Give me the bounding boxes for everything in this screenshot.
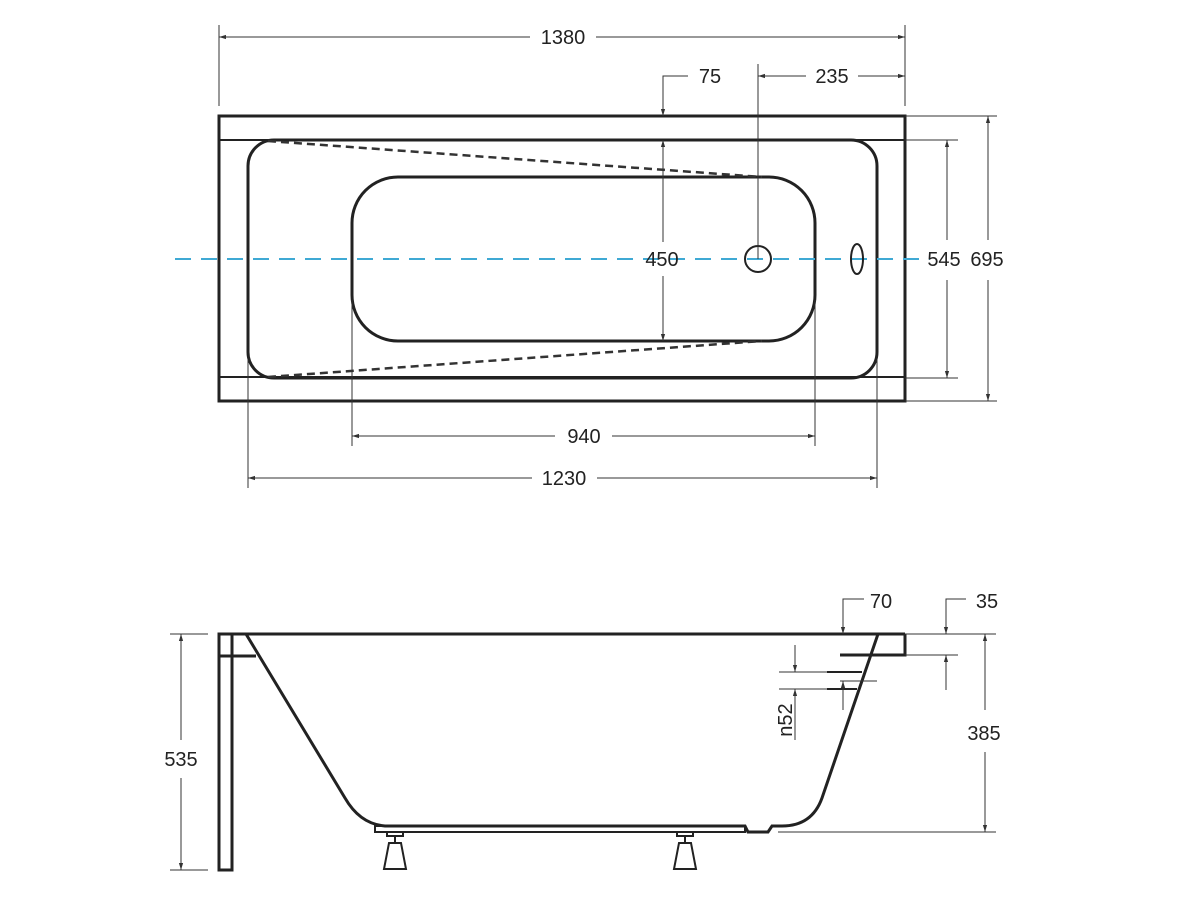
- dim-rim-inner-length: 1230: [542, 468, 587, 490]
- dim-overflow-height: n52: [775, 703, 797, 736]
- dim-drain-from-end: 235: [815, 66, 848, 88]
- front-panel: [217, 632, 234, 872]
- leg-right: [672, 831, 698, 870]
- top-view: 1380 75 235 450 545 695 940: [175, 25, 1004, 490]
- dim-basin-width: 450: [645, 249, 678, 271]
- slope-line-top: [267, 139, 763, 179]
- tub-body-outline: [244, 633, 880, 834]
- dim-overall-height: 535: [164, 749, 197, 771]
- leg-left: [382, 831, 408, 870]
- dim-rim-inner-width: 545: [927, 249, 960, 271]
- dim-basin-length: 940: [567, 426, 600, 448]
- dim-rim-thickness: 35: [976, 591, 998, 613]
- dim-tub-depth: 385: [967, 723, 1000, 745]
- dim-overall-width: 695: [970, 249, 1003, 271]
- dim-rim-width: 70: [870, 591, 892, 613]
- slope-line-bottom: [267, 339, 763, 379]
- base-plate: [374, 825, 746, 833]
- dim-drain-offset: 75: [699, 66, 721, 88]
- dim-overall-length: 1380: [541, 27, 586, 49]
- side-view: 535 385 70 35 n52: [164, 591, 1001, 872]
- overflow-icon: [850, 243, 864, 275]
